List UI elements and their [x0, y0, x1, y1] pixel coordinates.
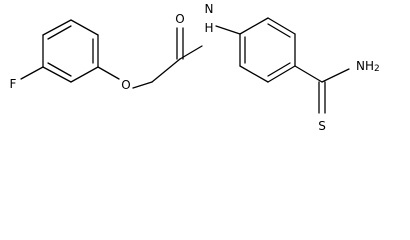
aryl-thioamide-bond: [294, 65, 323, 83]
thioamide-amine-label: NH2: [356, 59, 380, 74]
ether-oxygen-label: O: [121, 78, 130, 92]
carbonyl-oxygen-label: O: [175, 12, 184, 26]
fluorine-atom-label: F: [10, 77, 17, 91]
c-f-bond: [20, 66, 44, 80]
structure-diagram: F O O N H NH2 S: [10, 2, 380, 133]
ether-ch2-bond: [132, 81, 153, 89]
amide-hydrogen-label: H: [204, 21, 213, 35]
amide-c-n-bond: [179, 45, 203, 60]
sulfur-atom-label: S: [318, 119, 326, 133]
n-aryl-bond: [215, 25, 241, 35]
carbonyl-double-bond: [176, 27, 184, 60]
aryl-ether-bond: [97, 66, 120, 80]
fluorophenyl-ring: [42, 19, 99, 83]
thioamide-c-n-bond: [321, 68, 350, 83]
amide-nitrogen-label: N: [205, 2, 214, 16]
ch2-carbonyl-bond: [151, 58, 181, 83]
phenylene-ring: [239, 17, 296, 83]
thiocarbonyl-double-bond: [318, 81, 326, 114]
